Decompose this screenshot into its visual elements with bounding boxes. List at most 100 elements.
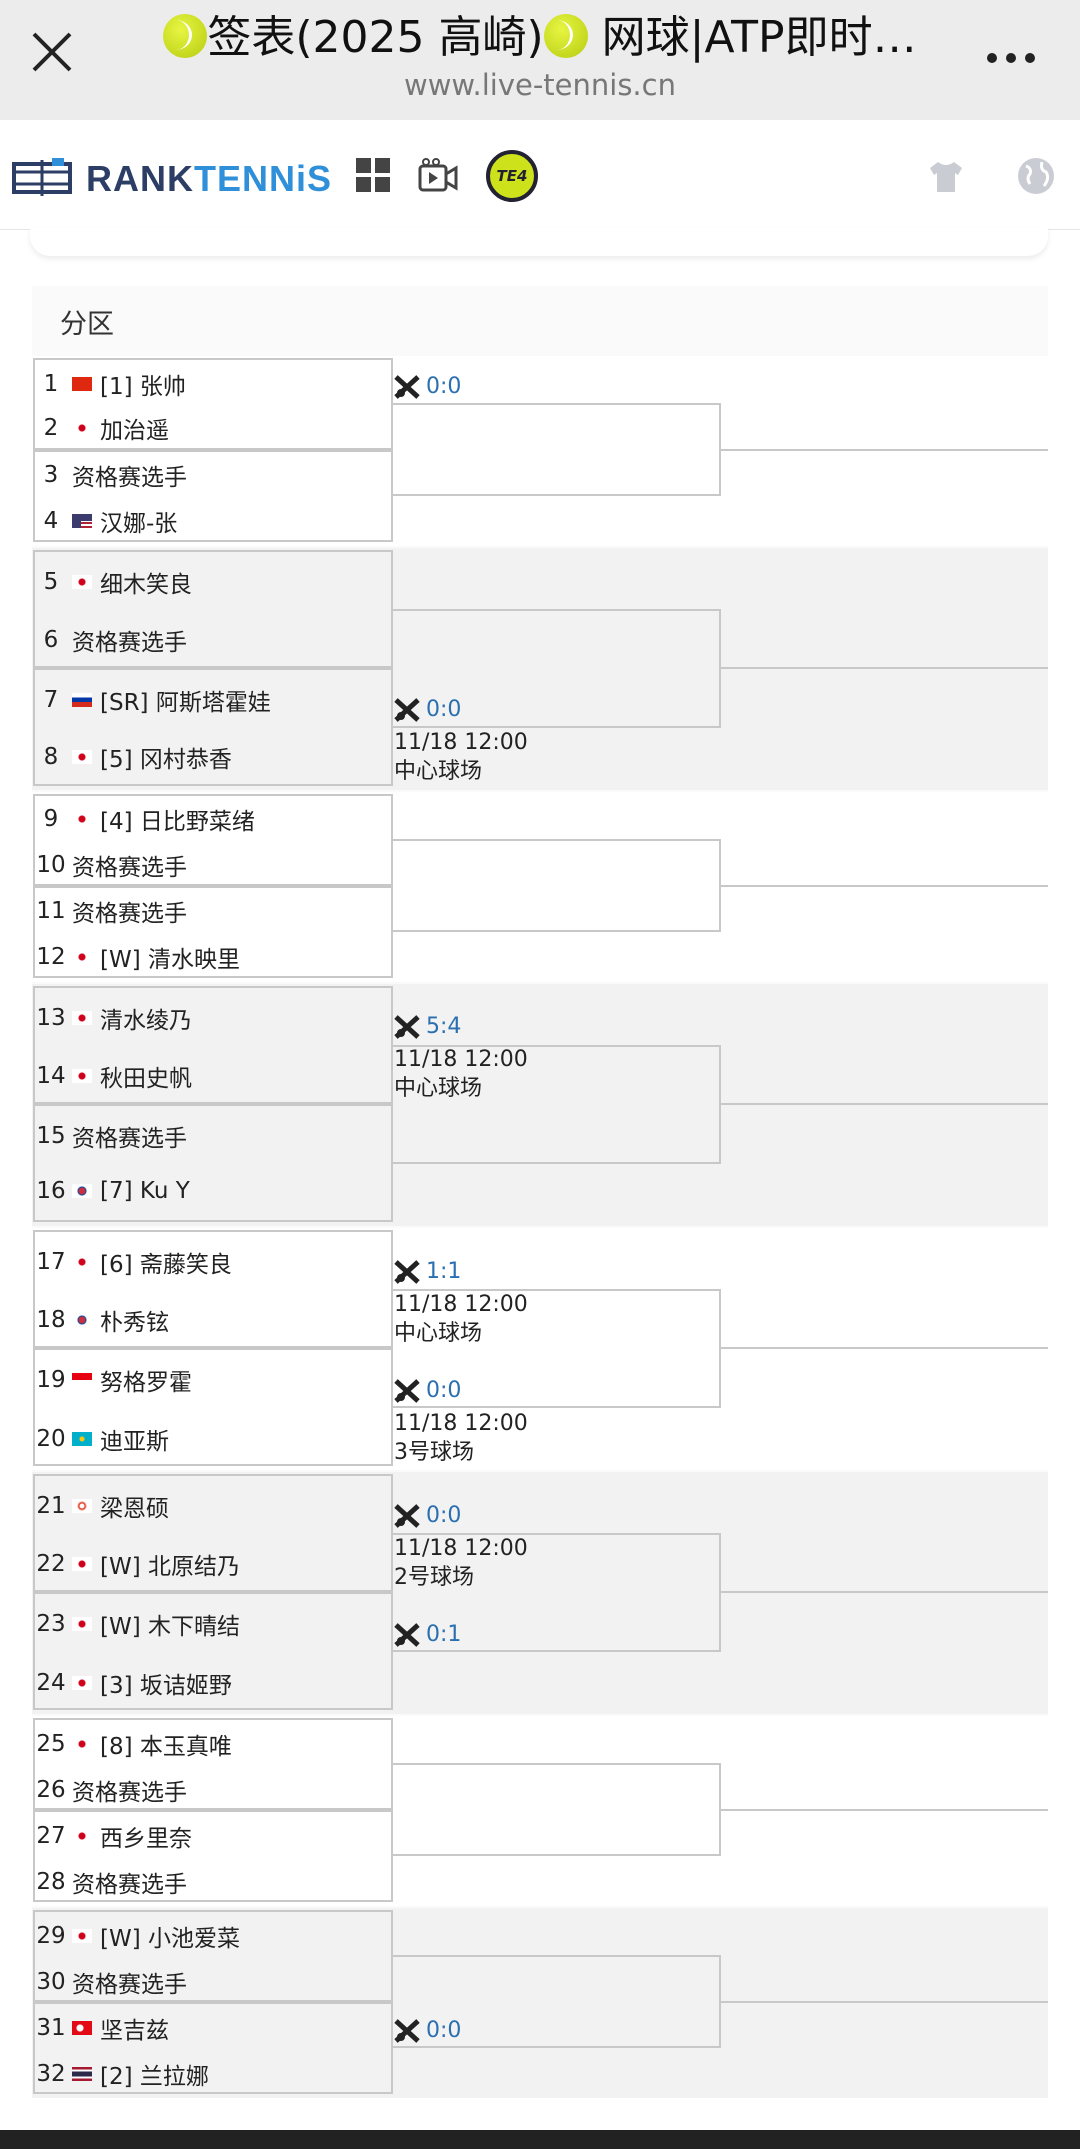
first-round-box [33,1230,393,1348]
player-row[interactable]: 32[2] 兰拉娜 [36,2061,209,2090]
first-round-box [33,450,393,542]
match-court: 中心球场 [394,759,483,784]
match-score[interactable]: 0:1 [394,1622,461,1647]
player-row[interactable]: 9[4] 日比野菜绪 [43,806,255,835]
match-time: 11/18 12:00 [394,730,528,755]
match-score[interactable]: 0:0 [394,2018,461,2043]
page-title: 签表(2025 高崎) 网球|ATP即时… [140,12,940,64]
match-score[interactable]: 1:1 [394,1259,461,1284]
match-score[interactable]: 5:4 [394,1014,461,1039]
match-live-icon [394,374,420,399]
bracket-line [721,885,1048,887]
bracket-line [721,1347,1048,1349]
flag-jp-icon [72,1929,92,1943]
player-row[interactable]: 29[W] 小池爱菜 [36,1923,240,1952]
first-round-box [33,794,393,886]
flag-kz-icon [72,1432,92,1446]
match-score[interactable]: 0:0 [394,697,461,722]
first-round-box [33,1348,393,1466]
logo-court-icon[interactable] [12,158,72,196]
match-score[interactable]: 0:0 [394,1378,461,1403]
tennis-ball-icon [163,14,208,58]
flag-jp-icon [72,950,92,964]
flag-hk-icon [72,1499,92,1513]
video-icon[interactable] [418,158,458,194]
bracket-line [721,1809,1048,1811]
second-round-box [393,1045,721,1164]
player-row[interactable]: 1[1] 张帅 [43,371,186,400]
match-score[interactable]: 0:0 [394,374,461,399]
bracket-line [721,449,1048,451]
site-logo[interactable]: RANKTENNiS [86,158,333,199]
match-time: 11/18 12:00 [394,1292,528,1317]
first-round-box [33,1104,393,1222]
first-round-box [33,986,393,1104]
match-court: 2号球场 [394,1565,474,1590]
grid-icon[interactable] [356,158,390,192]
player-row[interactable]: 8[5] 冈村恭香 [43,744,232,773]
first-round-box [33,358,393,450]
player-row[interactable]: 23[W] 木下晴结 [36,1611,240,1640]
flag-jp-icon [72,421,92,435]
player-row[interactable]: 12[W] 清水映里 [36,944,240,973]
player-row[interactable]: 16[7] Ku Y [36,1178,190,1204]
more-icon[interactable] [986,52,1036,64]
player-row[interactable]: 7[SR] 阿斯塔霍娃 [43,687,271,716]
te4-badge[interactable]: TE4 [486,150,538,202]
player-row[interactable]: 24[3] 坂诘姬野 [36,1670,232,1699]
bracket-line [721,1591,1048,1593]
second-round-box [393,839,721,932]
flag-jp-icon [72,1069,92,1083]
match-live-icon [394,1503,420,1528]
tennis-ball-icon [543,14,588,58]
second-round-box [393,1289,721,1408]
second-round-box [393,403,721,496]
first-round-box [33,1474,393,1592]
flag-kr-icon [72,1184,92,1198]
first-round-box [33,1718,393,1810]
match-court: 3号球场 [394,1440,474,1465]
match-live-icon [394,1622,420,1647]
player-row[interactable]: 22[W] 北原结乃 [36,1551,240,1580]
match-score[interactable]: 0:0 [394,1503,461,1528]
section-title: 分区 [60,309,114,340]
match-court: 中心球场 [394,1076,483,1101]
shirt-icon[interactable] [928,160,964,194]
page-url: www.live-tennis.cn [404,68,676,102]
player-row[interactable]: 25[8] 本玉真唯 [36,1731,232,1760]
flag-us-icon [72,514,92,528]
match-time: 11/18 12:00 [394,1411,528,1436]
flag-jp-icon [72,1737,92,1751]
close-icon[interactable] [30,30,74,74]
flag-tr-icon [72,2021,92,2035]
player-row[interactable]: 17[6] 斋藤笑良 [36,1249,232,1278]
globe-icon[interactable] [1016,156,1056,196]
match-time: 11/18 12:00 [394,1536,528,1561]
match-live-icon [394,1378,420,1403]
flag-jp-icon [72,1557,92,1571]
site-header: RANKTENNiS TE4 [0,120,1080,230]
bracket-line [721,1103,1048,1105]
flag-th-icon [72,2067,92,2081]
flag-ru-icon [72,693,92,707]
first-round-box [33,668,393,786]
